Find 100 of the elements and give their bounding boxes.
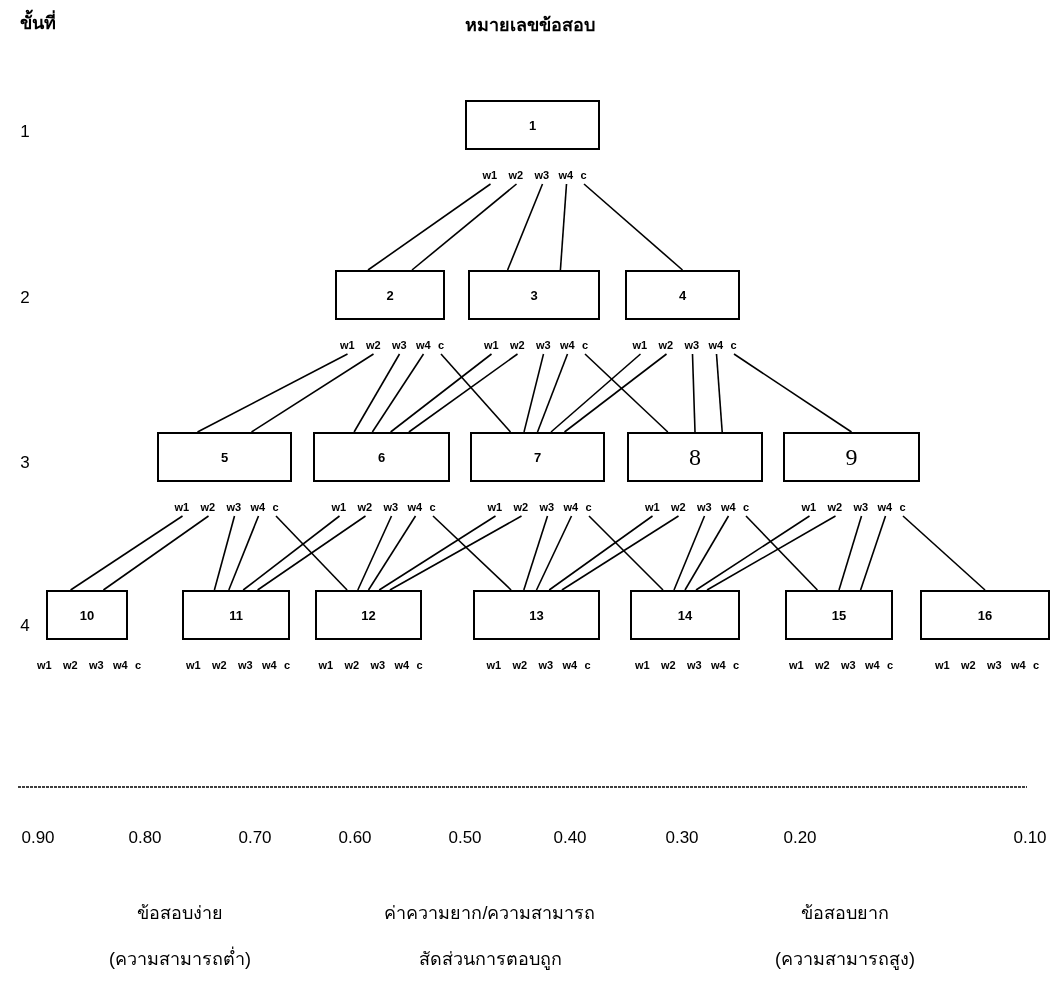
- connector-line: [367, 515, 417, 591]
- option-label: w1: [331, 501, 347, 513]
- option-label: w4: [562, 659, 578, 671]
- stage-number: 4: [20, 616, 30, 636]
- option-label: w1: [935, 659, 950, 671]
- option-label: w3: [853, 501, 869, 513]
- stage-number: 1: [20, 122, 30, 142]
- option-label: c: [1033, 659, 1040, 671]
- option-label: c: [416, 659, 423, 671]
- option-label: w1: [186, 659, 201, 671]
- item-box: 16: [920, 590, 1050, 640]
- option-label: w1: [340, 339, 355, 351]
- option-label: w3: [687, 659, 702, 671]
- option-label: w3: [392, 339, 407, 351]
- connector-line: [102, 515, 210, 591]
- item-box: 2: [335, 270, 445, 320]
- scale-value: 0.30: [665, 828, 699, 848]
- scale-value: 0.20: [783, 828, 817, 848]
- option-label: w4: [262, 659, 277, 671]
- option-label: w4: [865, 659, 880, 671]
- column-heading: หมายเลขข้อสอบ: [465, 14, 595, 37]
- option-label: w1: [174, 501, 190, 513]
- item-box: 7: [470, 432, 605, 482]
- stage-number: 2: [20, 288, 30, 308]
- connector-line: [213, 515, 236, 591]
- connector-line: [389, 353, 493, 433]
- option-label: w2: [357, 501, 373, 513]
- scale-caption: ข้อสอบยาก: [801, 902, 889, 925]
- option-label: w3: [370, 659, 386, 671]
- option-label: w2: [344, 659, 360, 671]
- option-label: c: [438, 339, 445, 351]
- option-label: w3: [697, 501, 712, 513]
- connector-line: [588, 515, 664, 591]
- option-label: c: [733, 659, 740, 671]
- connector-line: [695, 515, 811, 591]
- option-label: w2: [827, 501, 843, 513]
- option-label: w2: [200, 501, 216, 513]
- option-label: w4: [563, 501, 579, 513]
- option-label: w2: [658, 339, 674, 351]
- option-label: c: [743, 501, 750, 513]
- option-label: w1: [645, 501, 660, 513]
- connector-line: [228, 515, 260, 591]
- connector-line: [367, 183, 492, 271]
- scale-value: 0.50: [448, 828, 482, 848]
- option-label: w3: [538, 659, 554, 671]
- connector-line: [706, 515, 837, 591]
- option-label: w4: [407, 501, 423, 513]
- item-box: 3: [468, 270, 600, 320]
- option-label: w4: [558, 169, 574, 181]
- option-label: w4: [394, 659, 410, 671]
- connector-line: [563, 353, 668, 433]
- item-box: 13: [473, 590, 600, 640]
- connector-line: [432, 515, 512, 591]
- option-label: w3: [238, 659, 253, 671]
- option-label: w1: [789, 659, 804, 671]
- connector-line: [684, 515, 730, 591]
- connector-line: [378, 515, 497, 591]
- item-box: 4: [625, 270, 740, 320]
- scale-value: 0.80: [128, 828, 162, 848]
- item-box: 5: [157, 432, 292, 482]
- option-label: w3: [89, 659, 104, 671]
- connector-line: [673, 515, 706, 591]
- option-label: w4: [721, 501, 736, 513]
- option-label: w2: [961, 659, 976, 671]
- scale-caption: ค่าความยาก/ความสามารถ: [384, 902, 596, 925]
- option-label: c: [284, 659, 291, 671]
- scale-caption: (ความสามารถสูง): [775, 948, 915, 972]
- connector-line: [371, 353, 425, 433]
- connector-line: [902, 515, 986, 591]
- option-label: w1: [487, 501, 503, 513]
- option-label: w1: [801, 501, 817, 513]
- connector-line: [536, 353, 569, 433]
- item-box: 6: [313, 432, 450, 482]
- option-label: c: [730, 339, 737, 351]
- stage-heading: ขั้นที่: [20, 8, 56, 37]
- option-label: w3: [987, 659, 1002, 671]
- option-label: w4: [250, 501, 266, 513]
- item-box: 11: [182, 590, 290, 640]
- option-label: w2: [513, 501, 529, 513]
- option-label: w3: [534, 169, 550, 181]
- connector-line: [584, 353, 669, 433]
- connector-line: [550, 353, 642, 433]
- option-label: c: [899, 501, 906, 513]
- option-label: w2: [815, 659, 830, 671]
- connector-line: [242, 515, 341, 591]
- option-label: w2: [212, 659, 227, 671]
- option-label: w3: [539, 501, 555, 513]
- option-label: w3: [536, 339, 551, 351]
- option-label: w2: [366, 339, 381, 351]
- item-box: 14: [630, 590, 740, 640]
- connector-line: [506, 183, 544, 271]
- stage-number: 3: [20, 453, 30, 473]
- connector-line: [408, 353, 519, 433]
- item-box: 10: [46, 590, 128, 640]
- connector-line: [745, 515, 819, 591]
- scale-caption: ข้อสอบง่าย: [137, 902, 223, 925]
- option-label: w4: [113, 659, 128, 671]
- option-label: c: [582, 339, 589, 351]
- option-label: w4: [877, 501, 893, 513]
- connector-line: [440, 353, 512, 433]
